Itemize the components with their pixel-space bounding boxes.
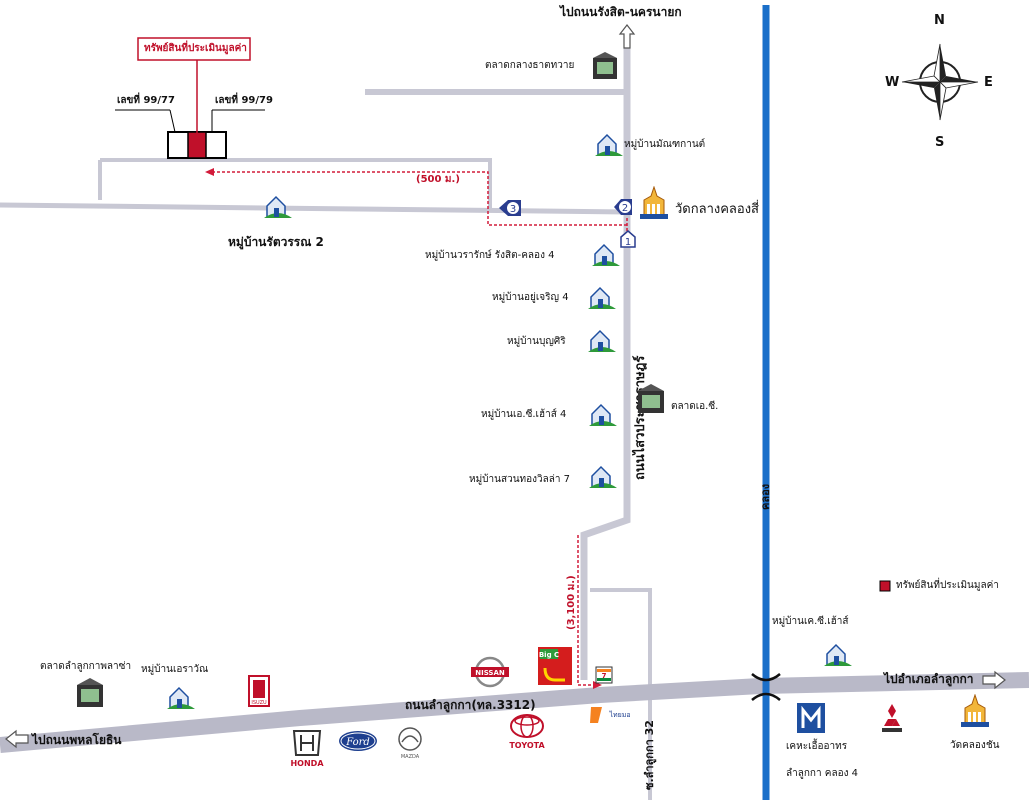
place-village-sw-label: หมู่บ้านเอราวัณ (141, 664, 209, 675)
isuzu-logo: ISUZU (248, 675, 270, 711)
marker-3-text: 3 (510, 204, 516, 215)
canal-label: คลอง (759, 483, 772, 510)
route-marker-1-icon: 1 (620, 230, 636, 252)
road-main-ew (0, 672, 1029, 753)
place-village-3-label: หมู่บ้านอยู่เจริญ 4 (492, 292, 569, 303)
route-arrowhead-east (593, 681, 602, 689)
toyota-text: TOYOTA (509, 741, 545, 750)
bigc-text: Big C (539, 651, 559, 659)
plot-leader-left-v (169, 109, 176, 133)
thaishin-text: ไทยมอ (608, 710, 630, 719)
route-marker-2-icon: 2 (613, 198, 633, 220)
house-village-icon (595, 130, 623, 162)
arrow-north-icon (618, 24, 636, 49)
distance-west-label: (500 ม.) (416, 174, 460, 185)
market-building-icon (637, 384, 665, 418)
compass-e-label: E (984, 75, 993, 90)
place-school-sub-label: ลำลูกกา คลอง 4 (786, 768, 859, 779)
mazda-logo: MAZDA (394, 726, 426, 764)
bridge-icon (751, 673, 781, 701)
compass-rose-icon (901, 43, 979, 121)
arrow-west-icon (5, 729, 29, 749)
legend-label: ทรัพย์สินที่ประเมินมูลค่า (896, 580, 999, 591)
route-west (210, 171, 627, 226)
place-temple-1-label: วัดกลางคลองสี่ (675, 202, 759, 217)
direction-arrows (5, 24, 1006, 749)
house-village-icon (589, 400, 617, 432)
compass-w-label: W (885, 75, 900, 90)
ford-logo: Ford (338, 730, 378, 756)
road-plot-lane (98, 158, 492, 210)
place-market-sw-label: ตลาดลำลูกกาพลาซ่า (40, 661, 132, 672)
marker-1-text: 1 (625, 237, 631, 248)
direction-north-label: ไปถนนรังสิต-นครนายก (560, 5, 682, 19)
place-village-west-label: หมู่บ้านรัตวรรณ 2 (228, 235, 324, 249)
house-village-icon (588, 326, 616, 358)
place-village-1-label: หมู่บ้านมัณฑกานต์ (624, 139, 706, 150)
honda-text: HONDA (290, 759, 324, 768)
place-school-label: เคหะเอื้ออาทร (786, 741, 848, 752)
mitsubishi-logo (878, 702, 906, 738)
market-building-icon (592, 52, 618, 84)
house-village-icon (588, 283, 616, 315)
nissan-text: NISSAN (475, 669, 505, 677)
title-box (137, 37, 251, 61)
house-village-icon (167, 683, 195, 715)
place-village-se-label: หมู่บ้านเค.ซี.เฮ้าส์ (772, 616, 849, 627)
isuzu-text: ISUZU (251, 700, 267, 706)
toyota-logo: TOYOTA (505, 712, 549, 756)
route-path (210, 171, 628, 686)
marker-2-text: 2 (622, 203, 628, 214)
seven-text: 7 (602, 672, 607, 680)
house-village-icon (592, 240, 620, 272)
route-arrowhead-west (205, 168, 214, 176)
nissan-logo: NISSAN (470, 656, 510, 692)
road-soi-32 (590, 588, 652, 800)
plot-highlight (187, 131, 207, 159)
distance-south-label: (3,100 ม.) (566, 575, 577, 630)
mazda-text: MAZDA (401, 754, 420, 760)
arrow-east-icon (982, 670, 1006, 690)
place-market-ac-label: ตลาดเอ.ซี. (671, 401, 719, 412)
place-village-5-label: หมู่บ้านเอ.ซี.เฮ้าส์ 4 (481, 409, 567, 420)
plot-block (115, 37, 265, 159)
ford-text: Ford (345, 737, 370, 748)
place-village-4-label: หมู่บ้านบุญศิริ (507, 336, 566, 347)
road-soi-label: ซ.ลำลูกกา 32 (643, 720, 656, 790)
direction-east-label: ไปอำเภอลำลูกกา (884, 672, 974, 686)
place-temple-2-label: วัดคลองชัน (950, 740, 1000, 751)
thai-temple-icon (637, 185, 671, 224)
honda-logo: HONDA (288, 729, 326, 773)
house-village-icon (264, 192, 292, 224)
market-building-icon (76, 678, 104, 712)
place-village-6-label: หมู่บ้านสวนทองวิลล่า 7 (469, 474, 571, 485)
compass-n-label: N (934, 13, 945, 28)
compass-s-label: S (935, 135, 945, 150)
house-village-icon (824, 640, 852, 672)
thai-temple-icon (958, 693, 992, 732)
seven-eleven-logo: 7 (595, 666, 613, 688)
place-village-2-label: หมู่บ้านวรารักษ์ รังสิต-คลอง 4 (425, 250, 555, 261)
road-west-branch (0, 202, 628, 215)
plot-label-left: เลขที่ 99/77 (117, 95, 175, 106)
road-main-ew-label: ถนนลำลูกกา(ทล.3312) (405, 698, 536, 712)
house-village-icon (589, 462, 617, 494)
place-market-north-label: ตลาดกลางธาตทวาย (485, 60, 575, 71)
route-south (577, 535, 598, 686)
title-label: ทรัพย์สินที่ประเมินมูลค่า (144, 43, 247, 54)
bigc-logo: Big C (537, 646, 573, 690)
legend-swatch (879, 580, 891, 592)
road-main-ns (580, 28, 631, 680)
road-network (0, 28, 1029, 800)
thaishin-logo: ไทยมอ (588, 705, 638, 729)
direction-west-label: ไปถนนพหลโยธิน (32, 733, 122, 747)
route-marker-3-icon: 3 (498, 199, 522, 221)
housing-authority-logo (796, 702, 826, 738)
plot-label-right: เลขที่ 99/79 (215, 95, 273, 106)
